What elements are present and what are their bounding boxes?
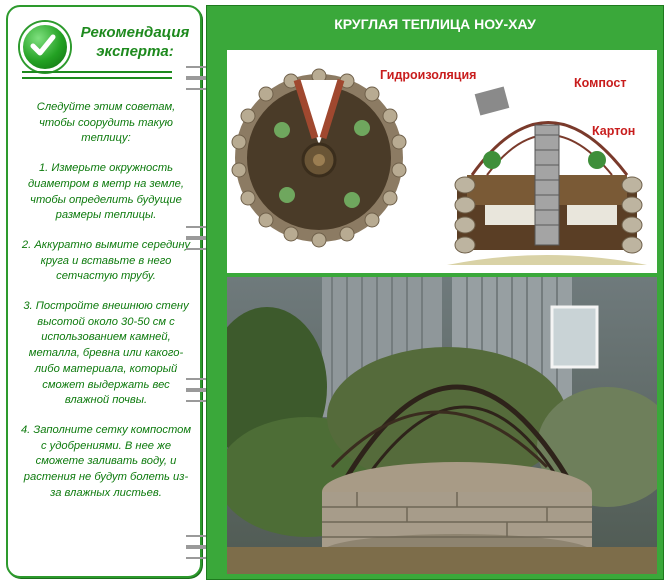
- expert-title-line1: Рекомендация: [80, 24, 190, 41]
- photo-image: [227, 277, 657, 574]
- greenhouse-illustration: Гидроизоляция Компост Картон: [227, 50, 657, 273]
- panel-title: КРУГЛАЯ ТЕПЛИЦА НОУ-ХАУ: [334, 16, 536, 32]
- greenhouse-panel: КРУГЛАЯ ТЕПЛИЦА НОУ-ХАУ: [206, 5, 664, 580]
- advice-step-3: 3. Постройте внешнюю стену высотой около…: [23, 300, 189, 407]
- advice-step-1: 1. Измерьте окружность диаметром в метр …: [27, 162, 184, 222]
- advice-step-2: 2. Аккуратно вымите середину круга и вст…: [21, 238, 191, 283]
- expert-title: Рекомендация эксперта:: [70, 23, 200, 61]
- advice-intro: Следуйте этим советам, чтобы соорудить т…: [36, 101, 176, 145]
- advice-text: Следуйте этим советам, чтобы соорудить т…: [20, 100, 192, 515]
- label-compost: Компост: [574, 76, 627, 90]
- greenhouse-photo: [227, 277, 657, 574]
- label-cardboard: Картон: [592, 124, 636, 138]
- label-waterproofing: Гидроизоляция: [380, 68, 477, 82]
- advice-step-4: 4. Заполните сетку компостом с удобрения…: [20, 423, 192, 499]
- divider: [22, 77, 172, 79]
- diagram-drawing: [231, 68, 647, 265]
- checkmark-badge-icon: [20, 22, 70, 72]
- divider: [22, 71, 172, 73]
- expert-card: Рекомендация эксперта: Следуйте этим сов…: [6, 5, 202, 578]
- expert-title-line2: эксперта:: [96, 43, 174, 60]
